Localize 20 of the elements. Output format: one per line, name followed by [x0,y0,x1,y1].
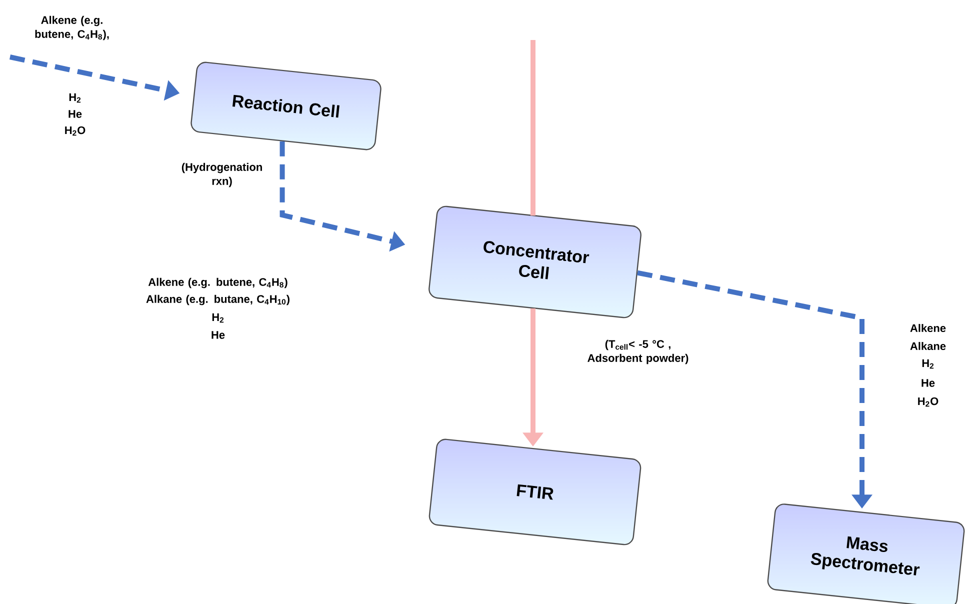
gas-label: H$_{2}$ [69,93,81,103]
note-text: (Hydrogenation rxn) [182,162,262,188]
light-beam [530,40,536,216]
gas-label: H$_{2}$O [918,397,938,407]
gas-label: Alkene (e.g. butene, C$_{4}$H$_{8}$), [35,16,109,40]
cell-box: Reaction Cell [190,62,382,150]
gas-label: Alkene [910,324,946,332]
note-text: (T$_{cell}$< -5 °C , Adsorbent powder) [588,340,688,364]
gas-label: He [212,331,225,339]
gas-label: Alkene (e.g. butene, C$_{4}$H$_{8}$) [148,278,288,288]
gas-label: H$_{2}$ [922,359,934,369]
cell-box: Concentrator Cell [428,206,642,318]
gas-label: He [922,379,935,387]
gas-label: Alkane [910,342,946,350]
cell-box: FTIR [428,438,642,546]
gas-label: He [68,110,82,118]
cell-box: Mass Spectrometer [767,504,965,604]
gas-label: Alkane (e.g. butane, C$_{4}$H$_{10}$) [146,294,290,306]
gas-label: H$_{2}$ [212,313,224,323]
gas-label: H$_{2}$O [65,126,86,136]
